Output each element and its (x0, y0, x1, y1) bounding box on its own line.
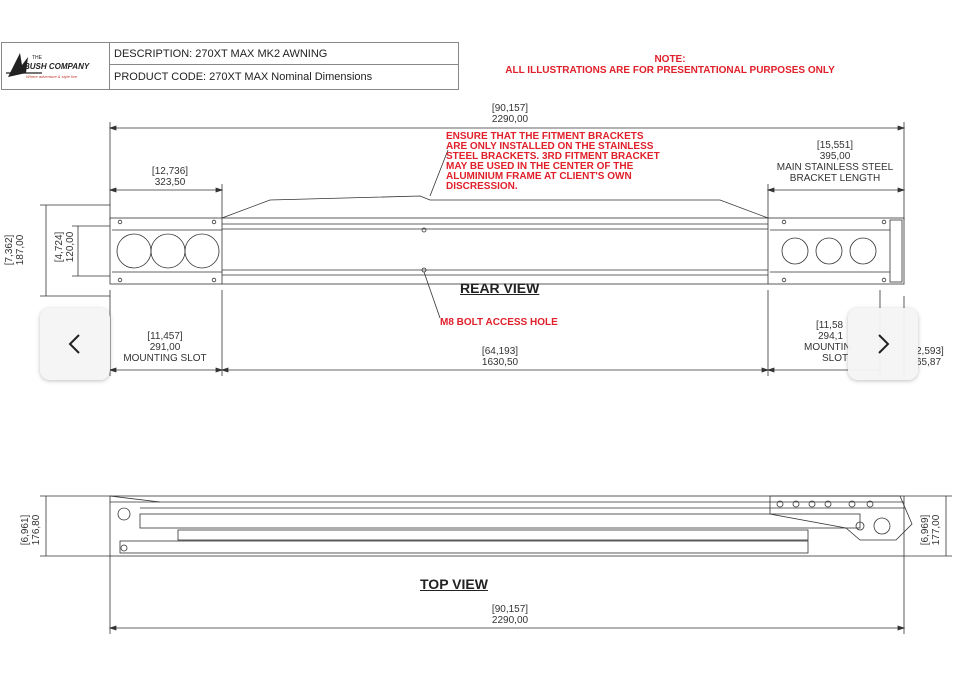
rear-overall-dimension: [90,157] 2290,00 (491, 103, 529, 125)
note-heading: NOTE: (654, 54, 686, 65)
right-mounting-slot-dimension: [11,58 294,1 MOUNTIN SLOT (804, 320, 851, 364)
logo-text-top: THE (32, 55, 43, 61)
chevron-left-icon (68, 334, 80, 354)
logo-text-main: BUSH COMPANY (24, 62, 90, 71)
fitment-bracket-note: ENSURE THAT THE FITMENT BRACKETS ARE ONL… (446, 131, 660, 192)
top-height-right-dimension: [6,969] 177,00 (920, 514, 942, 546)
note-text: ALL ILLUSTRATIONS ARE FOR PRESENTATIONAL… (505, 65, 835, 76)
m8-bolt-note: M8 BOLT ACCESS HOLE (440, 317, 558, 328)
right-bracket-dimension: [15,551] 395,00 MAIN STAINLESS STEEL BRA… (776, 140, 894, 184)
top-overall-dimension: [90,157] 2290,00 (491, 604, 529, 626)
bush-company-logo-icon: THE BUSH COMPANY Where adventure & style… (6, 53, 90, 79)
center-span-dimension: [64,193] 1630,50 (481, 346, 519, 368)
left-mounting-slot-dimension: [11,457] 291,00 MOUNTING SLOT (123, 331, 207, 364)
title-block: THE BUSH COMPANY Where adventure & style… (1, 42, 459, 90)
presentation-note: NOTE: ALL ILLUSTRATIONS ARE FOR PRESENTA… (460, 54, 880, 76)
previous-image-button[interactable] (40, 308, 110, 380)
left-bracket-dimension: [12,736] 323,50 (151, 166, 189, 188)
logo-tagline: Where adventure & style live (26, 74, 78, 79)
next-image-button[interactable] (848, 308, 918, 380)
company-logo: THE BUSH COMPANY Where adventure & style… (2, 43, 110, 89)
description-cell: DESCRIPTION: 270XT MAX MK2 AWNING (110, 43, 458, 65)
rear-height-inner-dimension: [4,724] 120,00 (54, 231, 76, 263)
rear-height-outer-dimension: [7,362] 187,00 (4, 234, 26, 266)
top-view-label: TOP VIEW (420, 576, 488, 592)
chevron-right-icon (878, 334, 890, 354)
right-end-dimension: 2,593] 65,87 (916, 346, 944, 368)
top-height-left-dimension: [6,961] 176,80 (20, 514, 42, 546)
rear-view-label: REAR VIEW (460, 280, 540, 296)
product-code-cell: PRODUCT CODE: 270XT MAX Nominal Dimensio… (114, 71, 373, 83)
